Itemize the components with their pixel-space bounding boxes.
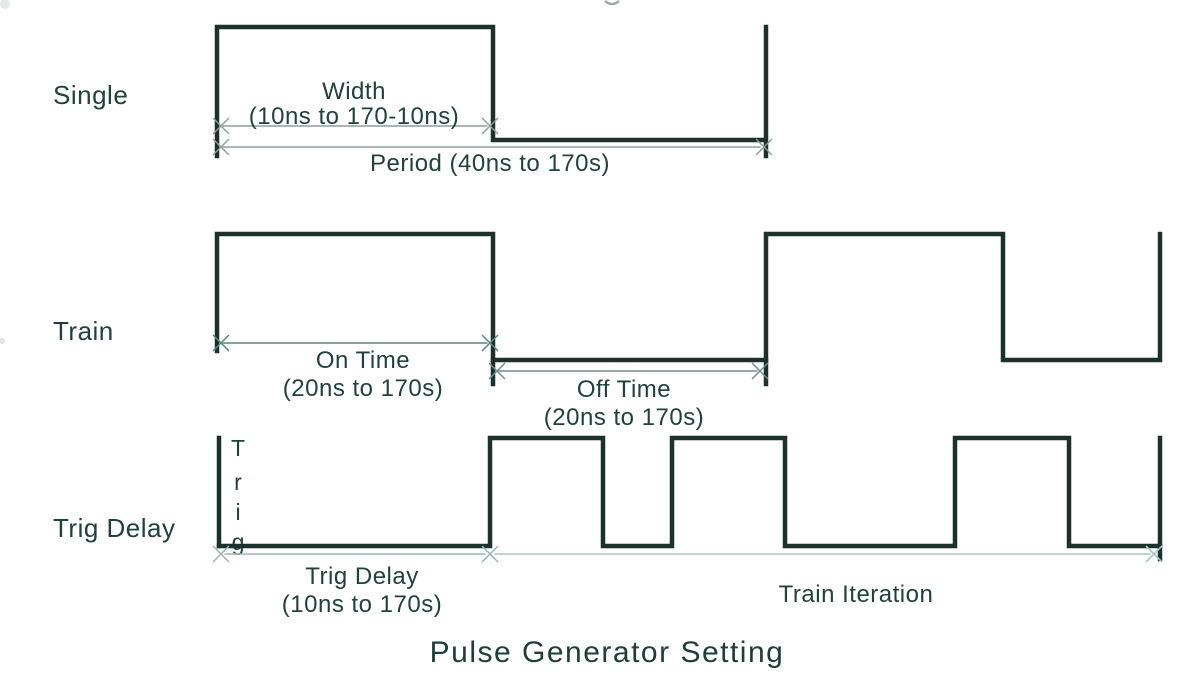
on-time-label-line1: On Time — [316, 347, 410, 374]
row-label-single: Single — [53, 80, 128, 110]
period-arrowhead-right-2 — [755, 138, 773, 156]
trig-delay-arrow — [212, 545, 499, 563]
on-time-arrowhead-right-2 — [481, 334, 499, 352]
single-pulse-waveform — [214, 24, 769, 159]
artifact-top-mark — [604, 0, 620, 6]
off-time-arrowhead-left-2 — [488, 362, 506, 380]
train-iteration-label: Train Iteration — [779, 581, 934, 608]
off-time-arrowhead-right-2 — [751, 362, 769, 380]
width-arrowhead-left-2 — [212, 117, 230, 135]
width-label-line2: (10ns to 170-10ns) — [249, 103, 459, 130]
row-label-trig-delay: Trig Delay — [53, 513, 176, 543]
artifact-corner-speck — [0, 0, 10, 9]
trig-vertical-label: T r i g — [231, 435, 245, 555]
diagram-title: Pulse Generator Setting — [430, 636, 785, 669]
period-label: Period (40ns to 170s) — [370, 150, 610, 177]
train-iteration-arrowhead-right-2 — [1145, 545, 1163, 563]
trig-vertical-letter-r: r — [234, 469, 242, 495]
train-iteration-arrow — [494, 545, 1163, 563]
trig-delay-row: Trig Delay T r i g Trig Delay (10ns to 1… — [53, 435, 1163, 618]
trig-vertical-letter-g: g — [232, 529, 245, 555]
trig-vertical-letter-t: T — [231, 435, 245, 461]
on-time-arrowhead-left-2 — [212, 334, 230, 352]
train-pulse1-waveform — [214, 231, 496, 387]
train-pulse2-waveform — [763, 231, 1163, 387]
width-label-line1: Width — [322, 78, 386, 105]
off-time-label-line2: (20ns to 170s) — [544, 404, 704, 431]
artifact-edge-speck — [0, 338, 5, 344]
period-arrow — [212, 138, 773, 156]
off-time-arrow — [488, 362, 769, 380]
period-arrowhead-left-2 — [212, 138, 230, 156]
on-time-arrow — [212, 334, 499, 352]
trig-delay-label-line2: (10ns to 170s) — [282, 591, 442, 618]
row-label-train: Train — [53, 316, 114, 346]
on-time-label-line2: (20ns to 170s) — [283, 375, 443, 402]
single-row: Single Width (10ns to 170-10ns) Period (… — [53, 24, 773, 177]
trig-vertical-letter-i: i — [235, 499, 240, 525]
trig-delay-arrowhead-left-2 — [212, 545, 230, 563]
trig-delay-arrowhead-right-2 — [481, 545, 499, 563]
train-row: Train On Time (20ns to 170s) Off Time (2… — [53, 231, 1163, 431]
trig-delay-pulse-train-waveform — [216, 435, 1163, 549]
width-arrow — [212, 117, 499, 135]
width-arrowhead-right-2 — [481, 117, 499, 135]
off-time-label-line1: Off Time — [577, 376, 671, 403]
artifact-marks — [0, 0, 620, 344]
trig-delay-label-line1: Trig Delay — [305, 563, 418, 590]
